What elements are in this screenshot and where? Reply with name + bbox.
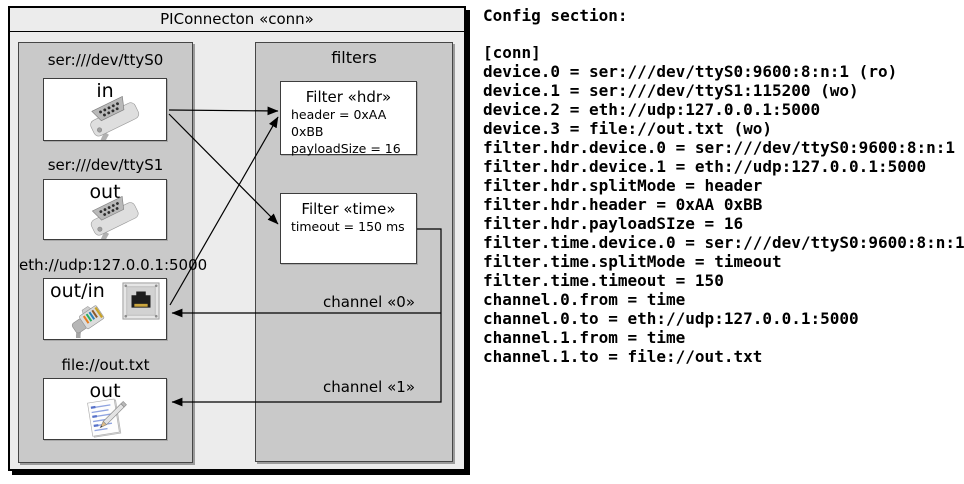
filter-property: header = 0xAA 0xBB <box>291 107 387 139</box>
filters-panel: filters Filter «hdr» header = 0xAA 0xBB … <box>255 42 453 462</box>
filter-title: Filter «time» <box>301 200 396 218</box>
device-url-label: ser:///dev/ttyS1 <box>47 156 164 174</box>
diagram-title: PIConnecton «conn» <box>10 8 464 32</box>
device-node-file: out <box>43 378 167 440</box>
device-url-label: eth://udp:127.0.0.1:5000 <box>19 256 208 274</box>
filter-title: Filter «hdr» <box>305 88 392 106</box>
notepad-pencil-icon <box>78 396 132 438</box>
device-mode-label: in <box>96 80 114 102</box>
device-node-ttyS0: in <box>43 78 167 141</box>
filter-node-hdr: Filter «hdr» header = 0xAA 0xBB payloadS… <box>280 81 417 156</box>
filter-property: timeout = 150 ms <box>291 219 405 234</box>
devices-panel: ser:///dev/ttyS0 in ser:///dev/ttyS1 out… <box>18 42 208 463</box>
config-heading: Config section: <box>483 6 628 25</box>
filter-node-time: Filter «time» timeout = 150 ms <box>280 193 417 264</box>
device-node-eth: out/in <box>43 278 167 340</box>
serial-db9-connector-icon <box>64 96 164 140</box>
filter-property: payloadSize = 16 <box>291 141 401 156</box>
device-mode-label: out <box>89 181 121 203</box>
ethernet-plug-icon <box>52 298 124 338</box>
device-url-label: ser:///dev/ttyS0 <box>47 51 164 69</box>
device-url-label: file://out.txt <box>61 356 150 374</box>
device-node-ttyS1: out <box>43 179 167 240</box>
filters-panel-title: filters <box>331 48 377 67</box>
piconnector-frame: PIConnecton «conn» ser:///dev/ttyS0 in s… <box>8 6 466 471</box>
channel-0-label: channel «0» <box>322 293 415 311</box>
channel-1-label: channel «1» <box>322 378 415 396</box>
device-mode-label: out <box>89 380 121 402</box>
device-mode-label: out/in <box>50 280 105 302</box>
config-text: [conn] device.0 = ser:///dev/ttyS0:9600:… <box>483 43 964 366</box>
